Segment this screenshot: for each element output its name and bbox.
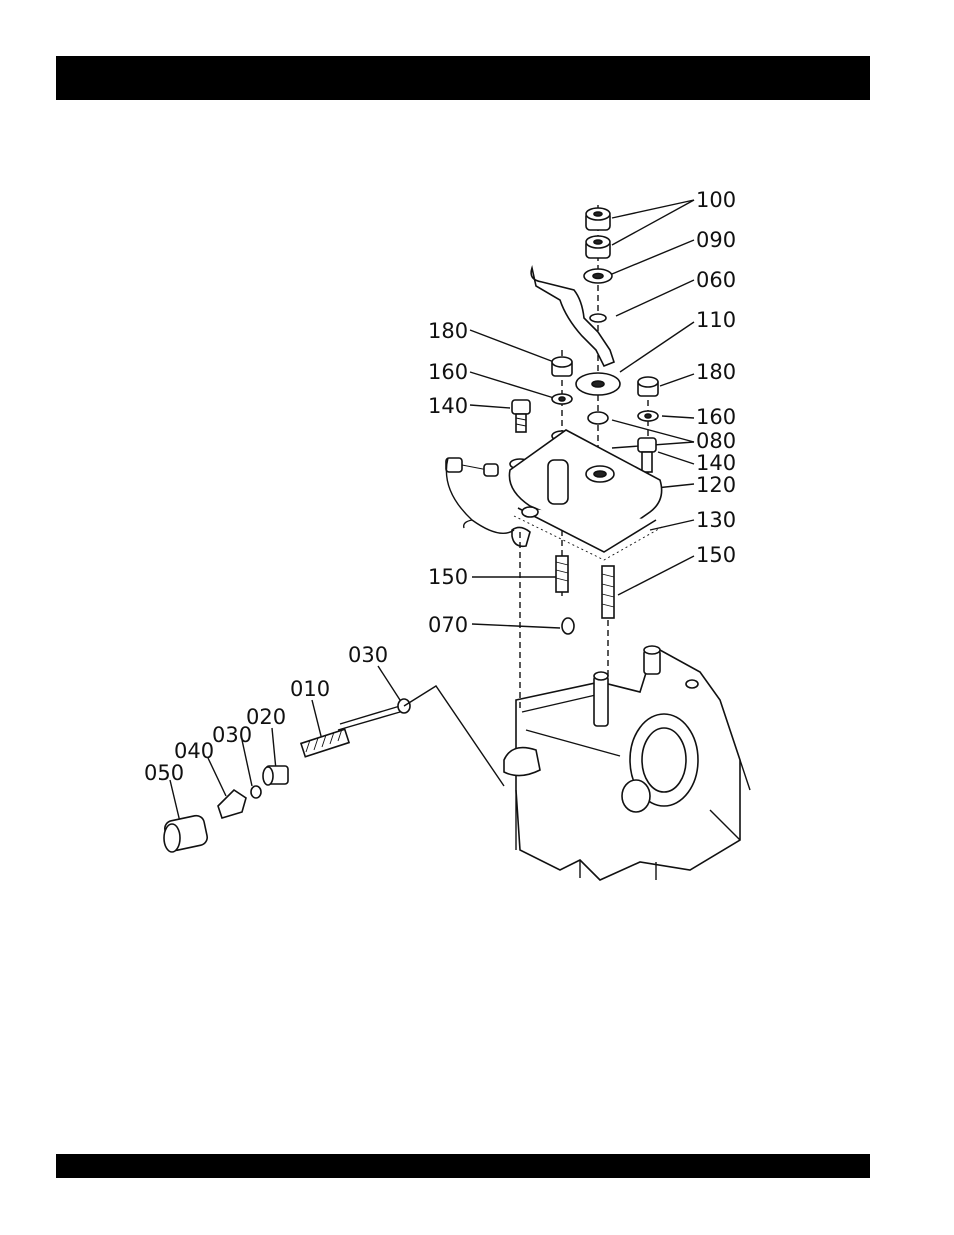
callout-030-bottom: 030 xyxy=(212,723,252,747)
callout-080: 080 xyxy=(696,429,736,453)
callout-050: 050 xyxy=(144,761,184,785)
callout-130: 130 xyxy=(696,508,736,532)
callout-180-left: 180 xyxy=(428,319,468,343)
callout-090: 090 xyxy=(696,228,736,252)
callout-010: 010 xyxy=(290,677,330,701)
callout-060: 060 xyxy=(696,268,736,292)
callout-110: 110 xyxy=(696,308,736,332)
callout-030-top: 030 xyxy=(348,643,388,667)
callout-040: 040 xyxy=(174,739,214,763)
callout-150-left: 150 xyxy=(428,565,468,589)
callout-180-right: 180 xyxy=(696,360,736,384)
governor-shaft-assembly xyxy=(163,686,504,852)
callout-160-left: 160 xyxy=(428,360,468,384)
callout-160-right: 160 xyxy=(696,405,736,429)
callout-070: 070 xyxy=(428,613,468,637)
top-fastener-stack xyxy=(531,205,620,470)
engine-housing xyxy=(504,530,750,880)
cover-plate xyxy=(446,430,664,560)
footer-bar xyxy=(56,1154,870,1178)
callout-140-right: 140 xyxy=(696,451,736,475)
callout-100: 100 xyxy=(696,188,736,212)
callout-150-right: 150 xyxy=(696,543,736,567)
callout-140-left: 140 xyxy=(428,394,468,418)
callout-120: 120 xyxy=(696,473,736,497)
